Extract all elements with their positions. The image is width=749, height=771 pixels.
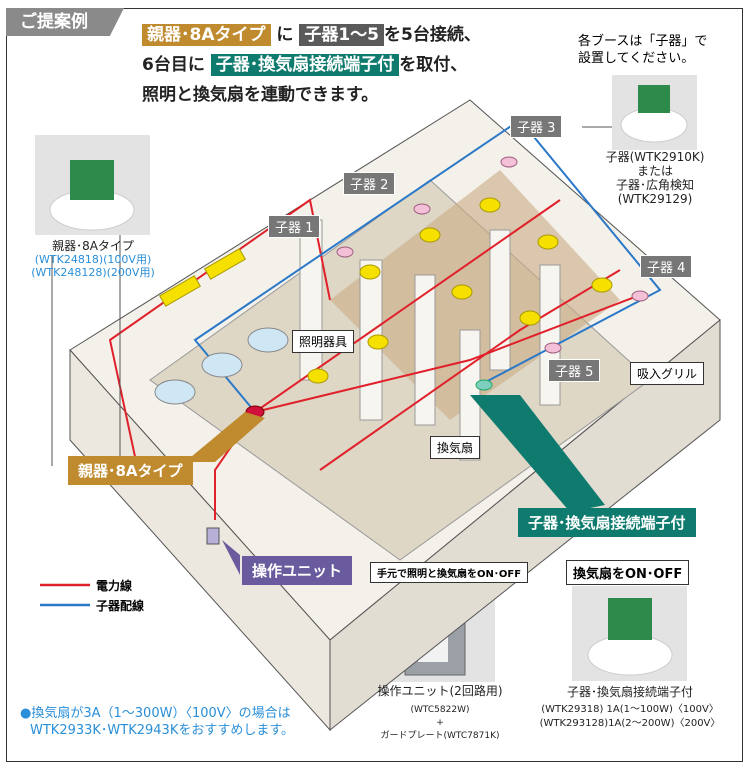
note-line: 各ブースは「子器」で	[578, 34, 708, 49]
headline-line2: 6台目に 子器･換気扇接続端子付を取付、	[142, 50, 468, 76]
caption: 子器･広角検知	[615, 178, 694, 192]
caption: (WTK248128)(200V用)	[31, 266, 155, 279]
caption: または	[636, 164, 673, 178]
parent-product-caption: 親器･8Aタイプ (WTK24818)(100V用) (WTK248128)(2…	[28, 239, 158, 280]
note-line: 設置してください。	[578, 51, 695, 66]
unit-box-label: 手元で照明と換気扇をON･OFF	[370, 562, 529, 583]
terminal-callout: 子器･換気扇接続端子付	[518, 508, 696, 537]
headline-line3: 照明と換気扇を連動できます。	[142, 85, 379, 105]
text: を取付、	[399, 55, 468, 75]
frame	[6, 8, 743, 762]
child-product-caption: 子器(WTK2910K) または 子器･広角検知 (WTK29129)	[590, 150, 720, 206]
caption: 操作ユニット(2回路用)	[377, 684, 503, 698]
legend-power: 電力線	[96, 579, 133, 593]
unit-caption: 操作ユニット(2回路用) (WTC5822W) + ガードプレート(WTC787…	[360, 685, 520, 743]
caption: ガードプレート(WTC7871K)	[380, 731, 500, 741]
caption: (WTK293128)1A(2～200W)〈200V〉	[539, 718, 721, 729]
grille-label: 吸入グリル	[630, 362, 705, 385]
text: 6台目に	[142, 55, 211, 75]
legend-signal: 子器配線	[96, 599, 145, 613]
caption: (WTC5822W)	[410, 705, 470, 715]
caption: (WTK29129)	[617, 192, 693, 206]
child-label-3: 子器 3	[510, 115, 563, 138]
child-label-5: 子器 5	[548, 359, 601, 382]
parent-chip: 親器･8Aタイプ	[142, 24, 271, 46]
child-label-2: 子器 2	[343, 172, 396, 195]
terminal-chip: 子器･換気扇接続端子付	[210, 54, 400, 76]
unit-callout: 操作ユニット	[242, 556, 353, 585]
caption: +	[436, 718, 444, 728]
parent-callout: 親器･8Aタイプ	[68, 456, 193, 485]
child-label-4: 子器 4	[640, 255, 693, 278]
caption: 子器･換気扇接続端子付	[566, 685, 693, 699]
child-chip: 子器1～5	[299, 24, 385, 46]
child-label-1: 子器 1	[268, 215, 321, 238]
text: に	[270, 25, 300, 45]
fan-label: 換気扇	[430, 436, 481, 459]
booth-note: 各ブースは「子器」で 設置してください。	[578, 33, 707, 67]
caption: (WTK24818)(100V用)	[34, 253, 152, 266]
footnote-line: ●換気扇が3A（1～300W）〈100V〉の場合は	[20, 706, 291, 721]
footnote: ●換気扇が3A（1～300W）〈100V〉の場合は WTK2933K･WTK29…	[20, 705, 294, 739]
fan-box-label: 換気扇をON･OFF	[566, 560, 690, 585]
light-label: 照明器具	[292, 330, 355, 353]
caption: 子器(WTK2910K)	[605, 150, 705, 164]
caption: 親器･8Aタイプ	[52, 239, 134, 253]
footnote-line: WTK2933K･WTK2943Kをおすすめします。	[30, 723, 295, 738]
caption: (WTK29318) 1A(1～100W)〈100V〉	[541, 704, 719, 715]
example-tag: ご提案例	[6, 8, 124, 36]
text: を5台接続、	[384, 25, 481, 45]
fan-caption: 子器･換気扇接続端子付 (WTK29318) 1A(1～100W)〈100V〉 …	[530, 685, 730, 731]
